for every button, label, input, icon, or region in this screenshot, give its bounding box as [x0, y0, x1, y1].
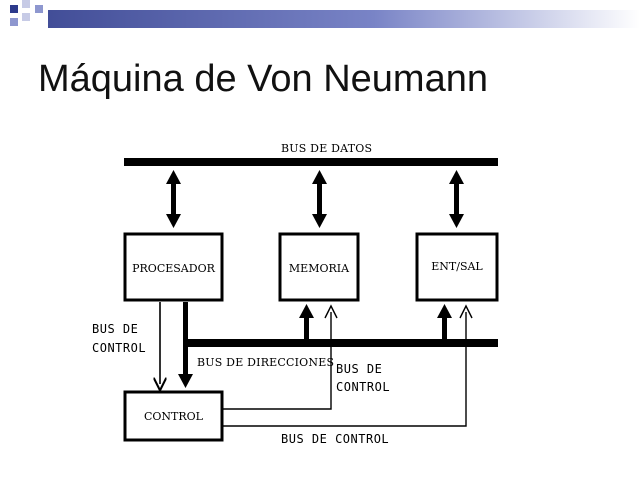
- label-bus-control-left-1: BUS DE: [92, 322, 139, 336]
- label-bus-control-left-2: CONTROL: [92, 341, 147, 355]
- data-bus-arrow-procesador: [166, 170, 181, 228]
- label-entsal: ENT/SAL: [431, 260, 483, 273]
- label-procesador: PROCESADOR: [132, 262, 215, 275]
- box-procesador: [123, 232, 224, 302]
- label-bus-control-mid-2: CONTROL: [336, 380, 391, 394]
- label-control: CONTROL: [143, 410, 203, 423]
- control-bus-to-entsal: [222, 312, 467, 427]
- decorative-header-bar: [10, 0, 640, 28]
- procesador-control-thick-arrow: [178, 302, 193, 388]
- control-bus-to-memoria: [222, 312, 332, 410]
- label-bus-control-mid-1: BUS DE: [336, 362, 383, 376]
- label-bus-datos: BUS DE DATOS: [281, 142, 373, 155]
- label-bus-control-bottom: BUS DE CONTROL: [281, 432, 390, 446]
- box-memoria: [278, 232, 360, 302]
- box-entsal: [415, 232, 499, 302]
- data-bus-arrow-entsal: [449, 170, 464, 228]
- address-arrow-memoria: [299, 304, 314, 342]
- bus-direcciones-line: [188, 339, 498, 347]
- address-arrow-entsal: [437, 304, 452, 342]
- label-bus-direcciones: BUS DE DIRECCIONES: [197, 356, 335, 369]
- bus-datos-line: [124, 158, 498, 166]
- data-bus-arrow-memoria: [312, 170, 327, 228]
- label-memoria: MEMORIA: [288, 262, 350, 275]
- box-control: [123, 390, 224, 442]
- slide-title: Máquina de Von Neumann: [38, 58, 488, 100]
